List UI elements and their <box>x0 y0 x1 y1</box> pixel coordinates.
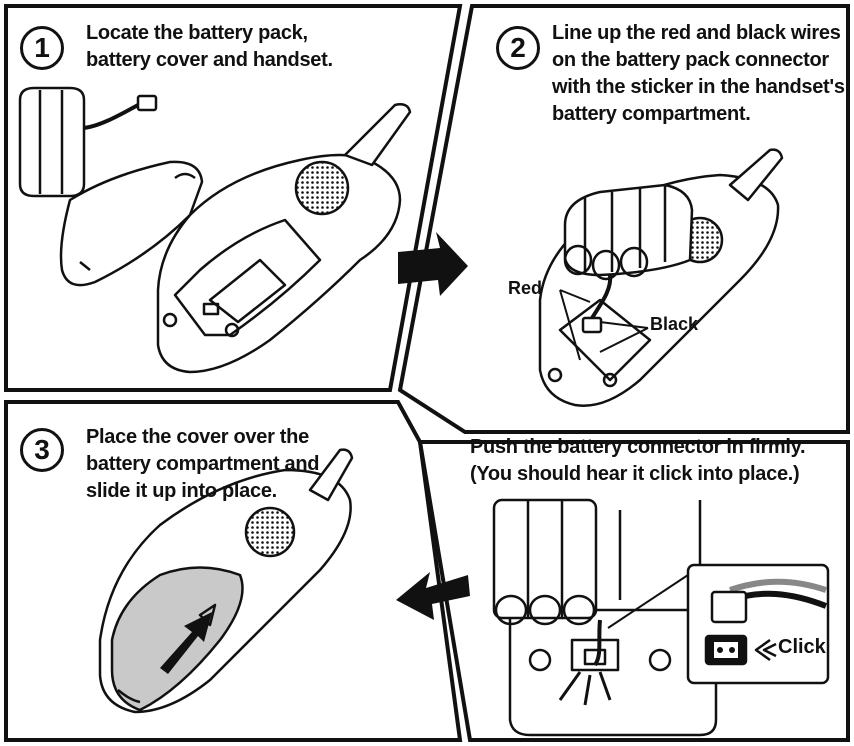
step-2-number: 2 <box>496 26 540 70</box>
handset-4-open <box>508 500 718 737</box>
step-2-line-1: Line up the red and black wires <box>552 22 841 44</box>
step-3-line-2: battery compartment and <box>86 453 320 475</box>
red-wire-label: Red <box>508 278 543 298</box>
handset-3 <box>98 448 354 714</box>
step-1-line-2: battery cover and handset. <box>86 49 333 71</box>
push-note-text: Push the battery connector in firmly. (Y… <box>470 434 806 488</box>
step-2-line-3: with the sticker in the handset's <box>552 76 845 98</box>
click-burst-icon <box>558 671 612 706</box>
push-note-line-2: (You should hear it click into place.) <box>470 463 800 485</box>
step-1-number: 1 <box>20 26 64 70</box>
battery-pack-4 <box>492 498 598 626</box>
step-3-line-1: Place the cover over the <box>86 426 309 448</box>
step-1-line-1: Locate the battery pack, <box>86 22 308 44</box>
step-2-line-4: battery compartment. <box>552 103 751 125</box>
black-wire-label: Black <box>650 314 699 334</box>
step-3-line-3: slide it up into place. <box>86 480 277 502</box>
connector-plug <box>710 590 748 624</box>
step-2-text: Line up the red and black wires on the b… <box>552 20 845 128</box>
battery-pack-1 <box>18 86 158 198</box>
step-3-number: 3 <box>20 428 64 472</box>
battery-pack-2 <box>563 183 694 281</box>
push-note-line-1: Push the battery connector in firmly. <box>470 436 806 458</box>
arrow-left-icon <box>396 572 470 620</box>
step-1-text: Locate the battery pack, battery cover a… <box>86 20 333 74</box>
slide-up-arrow-icon <box>160 612 212 674</box>
handset-1 <box>156 103 412 374</box>
battery-cover-1 <box>59 160 204 287</box>
click-label: Click <box>778 636 826 658</box>
step-3-text: Place the cover over the battery compart… <box>86 424 319 505</box>
label-pointer-lines <box>559 289 649 361</box>
panel-3-illustration <box>98 448 354 714</box>
panel-1-frame <box>4 4 463 392</box>
panel-2-illustration <box>538 148 784 407</box>
panel-2-frame <box>397 4 850 434</box>
click-sound-icon <box>754 638 777 662</box>
step-2-line-2: on the battery pack connector <box>552 49 829 71</box>
panel-4-illustration <box>492 498 830 737</box>
arrow-right-icon <box>398 232 468 296</box>
panel-4-frame <box>417 440 850 742</box>
panel-1-illustration <box>18 86 412 374</box>
